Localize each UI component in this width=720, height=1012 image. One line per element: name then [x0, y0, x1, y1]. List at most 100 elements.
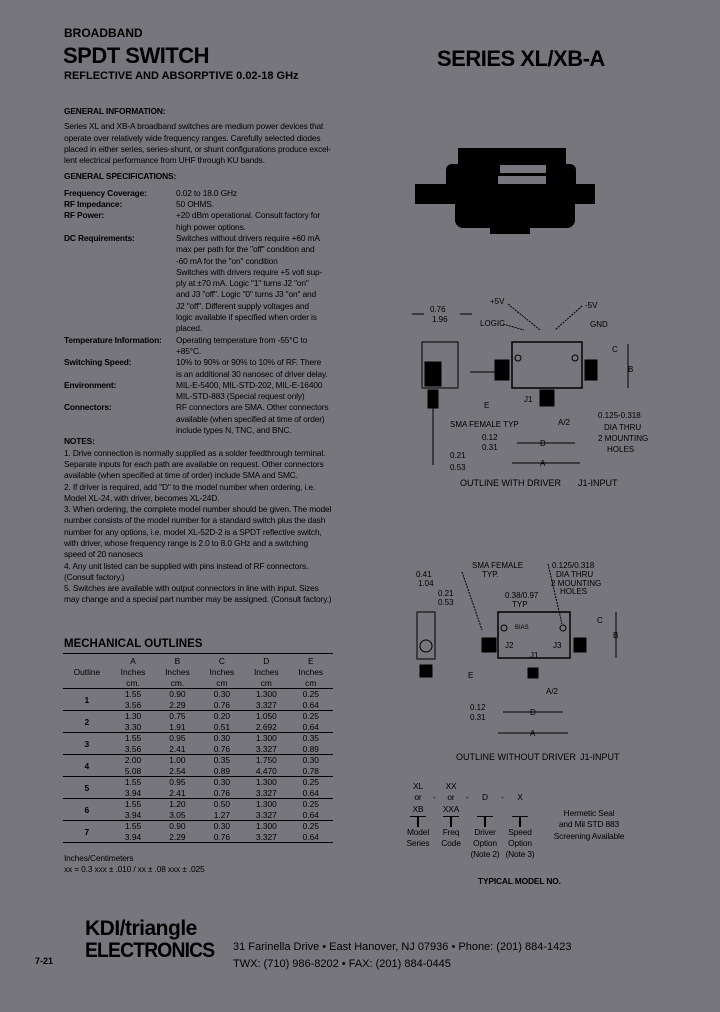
spec-label: RF Power: [64, 210, 105, 221]
dim-label: A/2 [558, 418, 571, 427]
spec-label: Switching Speed: [64, 357, 132, 368]
spec-line: MIL-E-5400, MIL-STD-202, MIL-E-16400 [176, 379, 323, 390]
page-subtitle: REFLECTIVE AND ABSORPTIVE 0.02-18 GHz [64, 70, 299, 82]
cell-cm: 3.327 [244, 831, 289, 843]
text-line: Screening Available [553, 830, 625, 841]
dim-label: 0.31 [482, 443, 498, 452]
cell-inches: 0.25 [302, 799, 319, 810]
spec-line: 0.02 to 18.0 GHz [176, 187, 237, 198]
table-footnote-tolerance: xx = 0.3 xxx ± .010 / xx ± .08 xxx ± .02… [64, 864, 205, 874]
dim-label: 0.31 [470, 713, 486, 722]
cell-cm: 0.64 [288, 721, 333, 733]
dim-label: 0.76 [430, 305, 446, 314]
spec-line: Switches with drivers require +5 volt su… [176, 266, 323, 277]
dim-label: 0.12 [470, 703, 486, 712]
dim-label: GND [590, 320, 608, 329]
spec-line: available (when specified at time of ord… [176, 413, 325, 424]
cell-cm: 0.51 [199, 721, 245, 733]
dim-label: TYP [512, 600, 528, 609]
spec-line: Switches without drivers require +60 mA [176, 232, 320, 243]
dim-label: +5V [490, 297, 505, 306]
dim-label: 1.04 [418, 579, 434, 588]
spec-line: include types N, TNC, and BNC. [176, 425, 292, 436]
cell-cm: 3.94 [110, 787, 156, 799]
cell-inches: 0.90 [169, 821, 186, 832]
note-line: number for any options, i.e. model XL-52… [64, 526, 322, 537]
dim-label: 0.12 [482, 433, 498, 442]
dim-label: 0.21 [450, 451, 466, 460]
spec-line: 50 OHMS. [176, 199, 214, 210]
note-line: may change and a special part number may… [64, 594, 332, 605]
note-line: Model XL-24, with driver, becomes XL-24D… [64, 492, 220, 503]
column-header: Inches [253, 666, 279, 677]
outline-without-driver-drawing: SMA FEMALE TYP. 0.125/0.318 DIA THRU 2 M… [416, 561, 620, 762]
dim-label: 0.38/0.97 [505, 591, 539, 600]
column-header: A [130, 655, 136, 666]
spec-value: Operating temperature from -55°C to+85°C… [176, 335, 339, 358]
spec-line: placed. [176, 323, 202, 334]
outline-with-driver-drawing: 0.76 1.96 +5V LOGIC -5V GND C B E J1 SMA… [412, 297, 648, 488]
kicker: BROADBAND [64, 26, 143, 40]
column-header: cm. [155, 677, 200, 689]
spec-line: -60 mA for the "on" condition [176, 255, 278, 266]
spec-row: Connectors:RF connectors are SMA. Other … [64, 402, 339, 436]
dim-label: A [530, 729, 536, 738]
dim-label: DIA THRU [604, 423, 641, 432]
page-number: 7-21 [35, 956, 54, 966]
cell-inches: 1.300 [255, 821, 277, 832]
tee-stem [417, 816, 419, 827]
text-line: placed in either series, series-shunt, o… [64, 143, 331, 154]
model-code: D [482, 792, 488, 803]
note-line: 4. Any unit listed can be supplied with … [64, 560, 309, 571]
cell-inches: 1.00 [169, 755, 186, 766]
cell-inches: 0.30 [213, 733, 231, 744]
left-column: GENERAL INFORMATION: Series XL and XB-A … [64, 106, 339, 606]
dim-label: 0.53 [438, 598, 454, 607]
model-code: X [517, 792, 523, 803]
cell-inches: 1.20 [169, 799, 186, 810]
logo-line: ELECTRONICS [85, 939, 215, 962]
dim-label: C [597, 616, 603, 625]
cell-cm: 4.470 [244, 765, 289, 777]
outline-number: 7 [63, 820, 111, 843]
note-line: available (when specified at time of ord… [64, 470, 298, 481]
cell-cm: 2.41 [155, 743, 200, 755]
text-line: Hermetic Seal [563, 808, 615, 818]
cell-cm: 3.327 [244, 809, 289, 821]
column-header: Inches [120, 666, 146, 677]
cell-cm: 2.41 [155, 787, 200, 799]
cell-cm: 0.78 [288, 765, 333, 777]
spec-line: high power options. [176, 221, 246, 232]
cell-inches: 1.30 [124, 711, 142, 722]
model-code: or [414, 792, 422, 803]
cell-inches: 1.750 [255, 755, 277, 766]
spec-row: RF Power:+20 dBm operational. Consult fa… [64, 210, 339, 233]
spec-value: 50 OHMS. [176, 199, 339, 210]
cell-cm: 0.89 [288, 743, 333, 755]
model-code [503, 781, 537, 792]
cell-cm: 3.94 [110, 831, 156, 843]
dim-label: A [540, 459, 546, 468]
cell-inches: 0.30 [213, 821, 231, 832]
model-code: XL [413, 781, 423, 791]
spec-row: Frequency Coverage:0.02 to 18.0 GHz [64, 188, 339, 199]
tee-mark [443, 815, 459, 827]
dim-label: TYP. [482, 570, 499, 579]
spec-line: RF connectors are SMA. Other connectors [176, 402, 329, 413]
text-line: Series XL and XB-A broadband switches ar… [64, 121, 324, 132]
cell-inches: 0.75 [169, 711, 186, 722]
cell-inches: 1.55 [124, 689, 142, 700]
cell-inches: 0.30 [213, 777, 231, 788]
spec-label: Temperature Information: [64, 334, 162, 345]
cell-cm: 3.56 [110, 699, 156, 711]
